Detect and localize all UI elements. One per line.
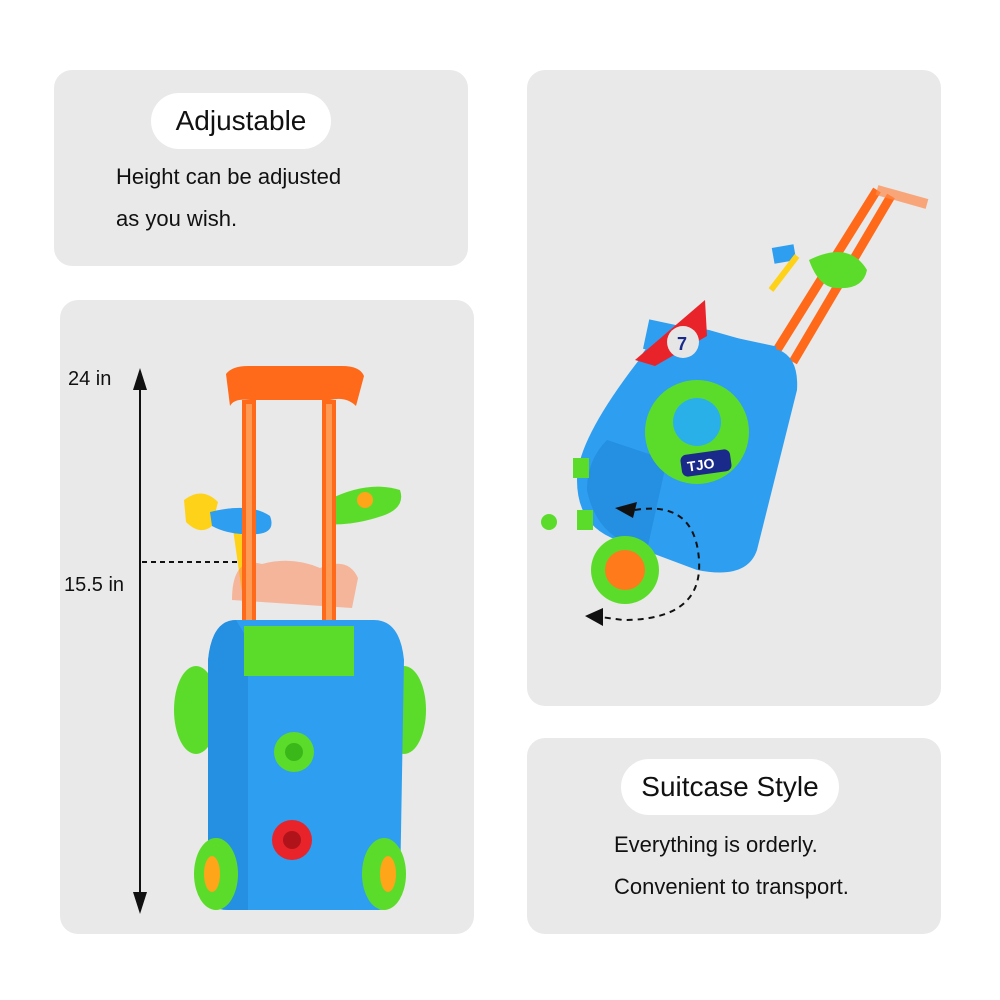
side-green-club (809, 252, 867, 289)
suitcase-line-2: Convenient to transport. (614, 874, 849, 899)
suitcase-panel: Suitcase Style Everything is orderly. Co… (527, 738, 941, 934)
height-panel: 24 in 15.5 in (60, 300, 474, 934)
telescopic-handle (226, 366, 364, 640)
badge-box (680, 449, 732, 477)
height-arrow (133, 368, 147, 914)
min-height-label: 15.5 in (64, 574, 125, 596)
rotation-arrow (592, 507, 701, 622)
suitcase-line-1: Everything is orderly. (614, 832, 818, 857)
adjustable-line-1: Height can be adjusted (116, 164, 342, 189)
side-view-illustration: TJO 7 (541, 185, 929, 626)
adjustable-title: Adjustable (151, 93, 331, 149)
front-wheels (194, 838, 406, 910)
side-flag: 7 (635, 300, 707, 366)
cart-top-green-band (244, 626, 354, 676)
flag-number: 7 (677, 334, 687, 354)
adjustable-panel: Adjustable Height can be adjusted as you… (54, 70, 468, 266)
adjustable-line-2: as you wish. (116, 206, 238, 231)
suitcase-title: Suitcase Style (621, 759, 839, 815)
front-view-illustration (133, 366, 426, 914)
max-height-label: 24 in (68, 368, 112, 390)
side-badge-text: TJO (686, 455, 715, 475)
side-view-panel: TJO 7 (527, 70, 941, 706)
